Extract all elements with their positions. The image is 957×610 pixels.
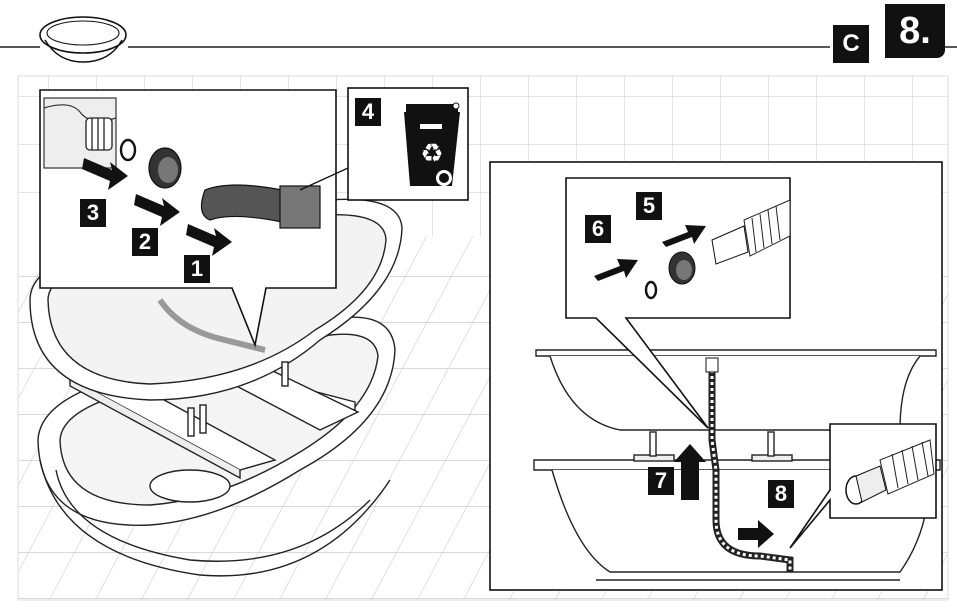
svg-text:♻: ♻	[420, 139, 443, 169]
step-3-label: 3	[80, 199, 106, 227]
union-nut	[148, 147, 182, 189]
detail-callout-disassembly	[39, 89, 349, 348]
hose-end-detail	[845, 439, 935, 505]
o-ring	[119, 138, 137, 162]
step-2-label: 2	[132, 228, 158, 256]
arrow-icon	[82, 158, 232, 256]
hose-connection-detail	[594, 199, 791, 300]
step-4-label: 4	[355, 98, 381, 126]
step-1-label: 1	[184, 255, 210, 283]
step-6-label: 6	[585, 215, 611, 243]
page-number-badge: 8.	[885, 4, 945, 58]
bathtub-icon	[39, 16, 127, 63]
right-panel	[489, 161, 943, 591]
hose	[705, 357, 794, 572]
arrow-icon	[674, 444, 774, 548]
recycling-bin-icon: ♻	[404, 102, 460, 186]
section-letter-badge: C	[833, 25, 869, 63]
step-5-label: 5	[636, 192, 662, 220]
drain-hose	[200, 184, 283, 223]
step-8-label: 8	[768, 480, 794, 508]
step-7-label: 7	[648, 467, 674, 495]
